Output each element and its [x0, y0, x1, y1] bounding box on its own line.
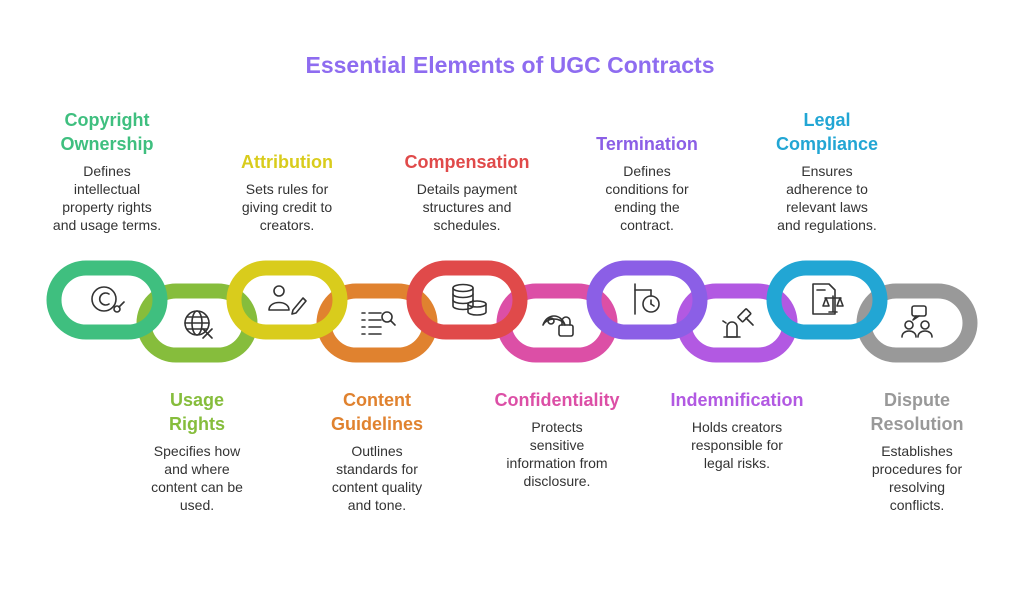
element-heading: Indemnification — [670, 390, 804, 410]
chain-link-legal-compliance — [766, 260, 888, 340]
person-pen-icon — [268, 285, 307, 315]
people-discussion-icon — [901, 305, 933, 338]
scales-document-icon — [812, 283, 844, 315]
coins-icon — [452, 283, 487, 316]
element-heading: Confidentiality — [494, 390, 620, 410]
gavel-icon — [722, 308, 754, 338]
element-heading: Termination — [596, 134, 698, 154]
list-search-icon — [361, 311, 396, 335]
globe-icon — [184, 310, 213, 339]
copyright-icon — [91, 286, 125, 313]
timer-sign-icon — [634, 283, 660, 315]
chain-link-compensation — [406, 260, 528, 340]
chain-link-copyright-ownership — [46, 260, 168, 340]
chain-link-attribution — [226, 260, 348, 340]
lock-icon — [542, 315, 574, 337]
chain-link-termination — [586, 260, 708, 340]
page-title: Essential Elements of UGC Contracts — [305, 52, 715, 78]
element-heading: Attribution — [241, 152, 333, 172]
element-heading: Compensation — [404, 152, 530, 172]
